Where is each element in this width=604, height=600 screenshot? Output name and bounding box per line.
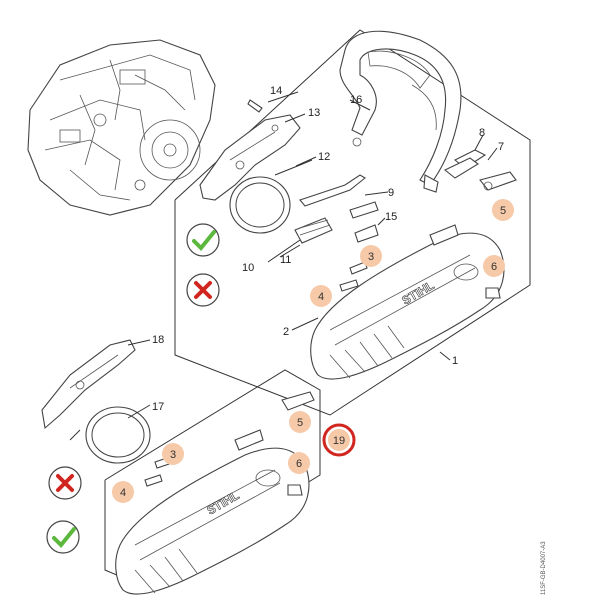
label-17: 17: [152, 401, 164, 413]
engine-illustration: [27, 39, 216, 216]
label-12: 12: [318, 151, 330, 163]
label-7: 7: [498, 141, 504, 153]
badge-4-bottom: 4: [112, 481, 134, 503]
svg-text:6: 6: [296, 458, 302, 470]
brake-band-part: [229, 159, 313, 234]
incorrect-installation-icon-bottom: [48, 466, 82, 500]
label-2: 2: [283, 326, 289, 338]
svg-text:5: 5: [297, 417, 303, 429]
badge-19-highlighted: 19: [322, 423, 356, 457]
label-13: 13: [308, 107, 320, 119]
svg-text:3: 3: [170, 449, 176, 461]
brake-band-bracket-part: [199, 99, 301, 201]
svg-text:5: 5: [500, 205, 506, 217]
handguard-part: [339, 30, 462, 193]
label-15: 15: [385, 211, 397, 223]
bottom-panel-frame: [104, 369, 321, 586]
label-1: 1: [452, 355, 458, 367]
label-10: 10: [242, 262, 254, 274]
label-11: 11: [280, 254, 291, 266]
pins-and-nuts: [144, 261, 501, 496]
label-8: 8: [479, 127, 485, 139]
badge-6-bottom: 6: [288, 452, 310, 474]
badge-3-top: 3: [360, 245, 382, 267]
svg-text:4: 4: [318, 291, 324, 303]
badge-4-top: 4: [310, 285, 332, 307]
svg-text:3: 3: [368, 251, 374, 263]
drawing-code: 11SF-GB-D4007-A3: [541, 541, 547, 595]
label-14: 14: [270, 85, 282, 97]
badge-5-top: 5: [492, 199, 514, 221]
sprocket-cover-bottom: STIHL: [115, 429, 310, 595]
label-9: 9: [388, 187, 394, 199]
svg-text:6: 6: [491, 261, 497, 273]
leader-lines: [127, 91, 498, 419]
bottom-brake-parts: [41, 339, 151, 464]
badge-5-bottom: 5: [289, 411, 311, 433]
small-parts-top: [294, 149, 517, 244]
badge-6-top: 6: [483, 255, 505, 277]
top-panel-frame: [174, 29, 531, 416]
correct-installation-icon-bottom: [46, 520, 80, 554]
svg-text:4: 4: [120, 487, 126, 499]
incorrect-installation-icon-top: [186, 273, 220, 307]
label-18: 18: [152, 334, 164, 346]
sprocket-cover-top: STIHL: [310, 224, 505, 380]
part-number-labels: 14 13 12 16 8 7 9 15 10 11 2 1 18 17: [152, 85, 504, 413]
correct-installation-icon-top: [186, 223, 220, 257]
badge-3-bottom: 3: [162, 443, 184, 465]
svg-text:19: 19: [333, 435, 345, 447]
label-16: 16: [350, 94, 362, 106]
